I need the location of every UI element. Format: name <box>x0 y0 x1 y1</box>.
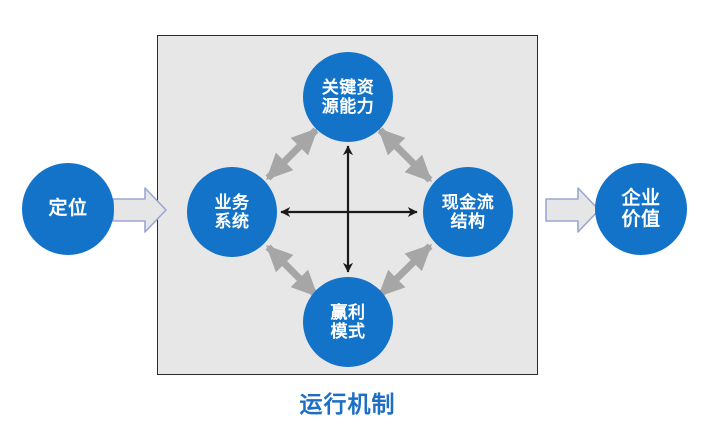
node-business-system-line-1: 业务 <box>214 192 250 212</box>
node-business-system-line-2: 系统 <box>214 212 250 231</box>
right-block-arrow <box>545 187 600 233</box>
node-enterprise-value-line-2: 价值 <box>621 209 661 230</box>
node-key-resource-capability-line-1: 关键资 <box>321 77 375 97</box>
node-enterprise-value-line-1: 企业 <box>621 187 661 209</box>
node-cash-flow-structure[interactable]: 现金流 结构 <box>423 167 513 257</box>
node-profit-model-line-2: 模式 <box>330 322 366 341</box>
node-profit-model-line-1: 赢利 <box>330 302 366 322</box>
mechanism-caption: 运行机制 <box>299 391 396 417</box>
node-cash-flow-structure-line-1: 现金流 <box>441 192 495 212</box>
node-business-system[interactable]: 业务 系统 <box>187 167 277 257</box>
node-key-resource-capability[interactable]: 关键资 源能力 <box>303 52 393 142</box>
node-positioning[interactable]: 定位 <box>22 163 114 255</box>
node-profit-model[interactable]: 赢利 模式 <box>303 277 393 367</box>
node-enterprise-value[interactable]: 企业 价值 <box>595 163 687 255</box>
node-positioning-line-1: 定位 <box>48 198 88 220</box>
node-cash-flow-structure-line-2: 结构 <box>450 212 486 231</box>
node-key-resource-capability-line-2: 源能力 <box>321 97 375 116</box>
